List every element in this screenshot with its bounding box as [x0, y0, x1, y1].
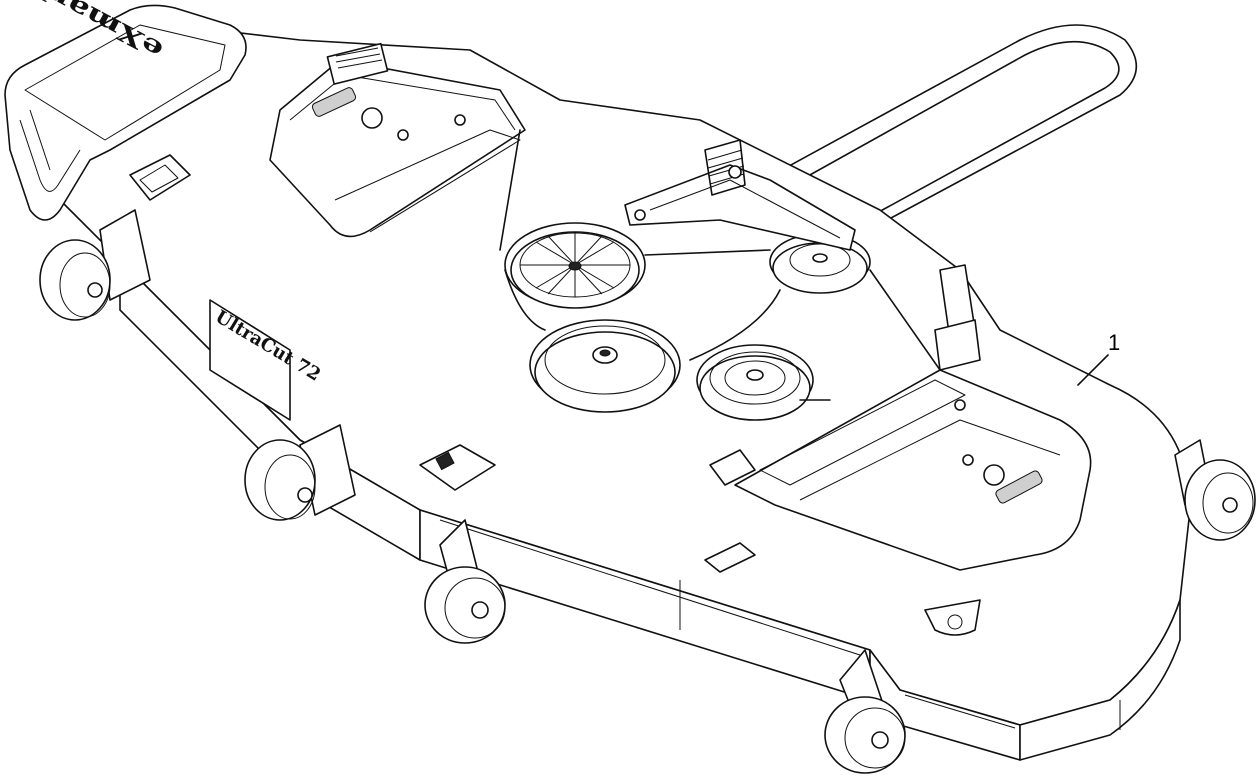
idler-pulley-spoked	[504, 222, 646, 309]
callout-1: 1	[1077, 330, 1120, 386]
warning-decals	[129, 154, 981, 636]
center-spindle-pulley	[529, 319, 681, 413]
gauge-wheel-left-front	[244, 424, 356, 521]
gauge-wheel-left-rear	[39, 209, 151, 321]
tensioner-assembly	[624, 139, 856, 251]
right-belt-cover	[734, 369, 1092, 571]
gauge-wheel-right-side	[1174, 439, 1256, 541]
gauge-wheel-front-center	[424, 519, 506, 644]
deck-post-right	[934, 264, 981, 371]
left-belt-cover	[269, 42, 526, 238]
drive-belt	[499, 129, 941, 401]
gauge-wheel-front-right	[824, 649, 906, 774]
right-spindle-pulley	[696, 344, 814, 421]
deck-handle	[744, 24, 1138, 241]
callout-number: 1	[1108, 330, 1120, 355]
